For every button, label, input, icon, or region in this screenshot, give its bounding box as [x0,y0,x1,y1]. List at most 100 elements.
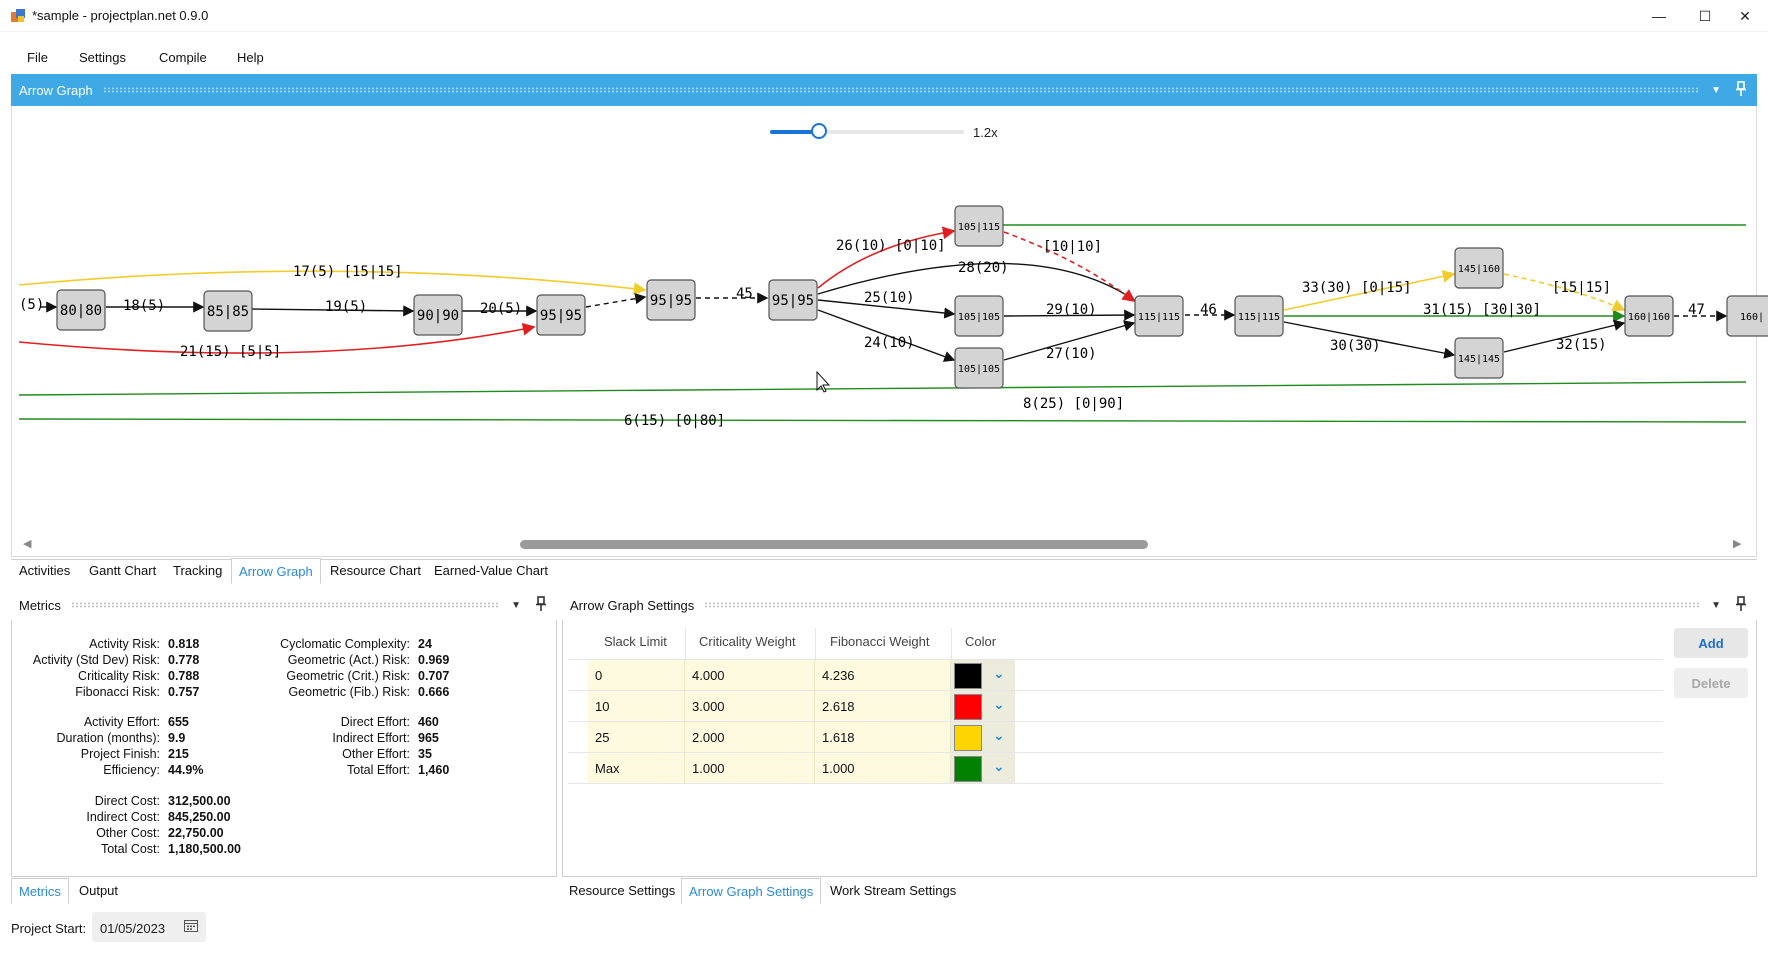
edge-label: 28(20) [958,260,1009,276]
tab-tracking[interactable]: Tracking [173,563,223,578]
edge-label: 8(25) [0|90] [1023,396,1124,412]
maximize-button[interactable]: ☐ [1682,0,1728,32]
edge-33 [1283,270,1456,311]
color-picker[interactable]: ⌄ [951,691,1015,721]
edge-label: 17(5) [15|15] [293,264,403,280]
chevron-down-icon[interactable]: ⌄ [993,696,1005,712]
tab-metrics[interactable]: Metrics [11,878,69,904]
svg-text:105|105: 105|105 [958,364,1000,375]
tab-resource-settings[interactable]: Resource Settings [569,883,676,898]
node-160[interactable]: 160|160 [1624,295,1674,337]
arrow-graph-canvas[interactable] [11,106,1757,557]
col-criticality-weight[interactable]: Criticality Weight [699,634,796,649]
node-95-a[interactable]: 95|95 [536,294,586,336]
close-button[interactable]: ✕ [1722,0,1768,32]
chevron-down-icon[interactable]: ⌄ [993,758,1005,774]
edge-28 [817,262,1136,301]
node-115-b[interactable]: 115|115 [1234,295,1284,337]
menu-help[interactable]: Help [237,50,264,65]
node-105-a[interactable]: 105|105 [954,295,1004,337]
chevron-down-icon[interactable]: ⌄ [993,727,1005,743]
col-slack-limit[interactable]: Slack Limit [604,634,667,649]
panel-grip[interactable] [704,602,1700,608]
project-start-value[interactable]: 01/05/2023 [100,921,166,936]
settings-row[interactable]: Max 1.000 1.000 ⌄ [568,753,1663,784]
cell-criticality[interactable]: 4.000 [685,660,815,690]
pin-icon[interactable] [1735,80,1747,99]
cell-fibonacci[interactable]: 1.000 [815,753,951,783]
delete-button[interactable]: Delete [1674,668,1748,698]
chevron-down-icon[interactable]: ▼ [1711,599,1721,611]
menu-compile[interactable]: Compile [159,50,207,65]
node-105-b[interactable]: 105|105 [954,347,1004,389]
node-145-145[interactable]: 145|145 [1454,337,1504,379]
settings-row[interactable]: 25 2.000 1.618 ⌄ [568,722,1663,753]
chevron-down-icon[interactable]: ▼ [1711,84,1721,96]
tab-resource-chart[interactable]: Resource Chart [330,563,422,578]
minimize-button[interactable]: — [1636,0,1682,32]
horizontal-scrollbar-thumb[interactable] [520,540,1148,549]
node-160-b[interactable]: 160| [1726,295,1768,337]
edge-6 [18,418,1747,423]
color-swatch [954,725,982,751]
menu-settings[interactable]: Settings [79,50,126,65]
zoom-label: 1.2x [973,125,998,140]
cell-fibonacci[interactable]: 2.618 [815,691,951,721]
edge-10-10 [1003,231,1136,302]
panel-grip[interactable] [70,602,500,608]
edge-label: 20(5) [480,301,522,317]
col-fibonacci-weight[interactable]: Fibonacci Weight [830,634,930,649]
close-icon: ✕ [1739,7,1751,24]
cell-criticality[interactable]: 3.000 [685,691,815,721]
panel-grip[interactable] [102,87,1700,93]
tab-earned-value-chart[interactable]: Earned-Value Chart [434,563,548,578]
color-picker[interactable]: ⌄ [951,660,1015,690]
node-95-c[interactable]: 95|95 [768,279,818,321]
cell-slack[interactable]: Max [588,753,685,783]
scroll-right-icon[interactable]: ▶ [1733,538,1742,550]
tab-output[interactable]: Output [79,883,119,898]
node-145-160[interactable]: 145|160 [1454,247,1504,289]
edge-label: (5) [19,297,44,313]
zoom-slider-track[interactable] [770,130,964,134]
settings-row[interactable]: 10 3.000 2.618 ⌄ [568,691,1663,722]
chevron-down-icon[interactable]: ⌄ [993,665,1005,681]
color-picker[interactable]: ⌄ [951,722,1015,752]
cell-fibonacci[interactable]: 1.618 [815,722,951,752]
node-80[interactable]: 80|80 [56,289,106,331]
cell-slack[interactable]: 25 [588,722,685,752]
node-105-115[interactable]: 105|115 [954,205,1004,247]
settings-row[interactable]: 0 4.000 4.236 ⌄ [568,660,1663,691]
cell-slack[interactable]: 0 [588,660,685,690]
add-button[interactable]: Add [1674,628,1748,658]
cell-slack[interactable]: 10 [588,691,685,721]
node-85[interactable]: 85|85 [203,290,253,332]
pin-icon[interactable] [535,595,547,614]
cell-criticality[interactable]: 2.000 [685,722,815,752]
calendar-icon[interactable] [184,919,198,935]
color-picker[interactable]: ⌄ [951,753,1015,783]
tab-gantt-chart[interactable]: Gantt Chart [89,563,157,578]
menu-file[interactable]: File [27,50,48,65]
tab-activities[interactable]: Activities [19,563,71,578]
cell-criticality[interactable]: 1.000 [685,753,815,783]
edge-label: 47 [1688,302,1705,318]
node-90[interactable]: 90|90 [413,294,463,336]
tab-arrow-graph-settings[interactable]: Arrow Graph Settings [681,878,822,904]
cell-fibonacci[interactable]: 4.236 [815,660,951,690]
edge-label: 27(10) [1046,346,1097,362]
chevron-down-icon[interactable]: ▼ [511,599,521,611]
scroll-left-icon[interactable]: ◀ [23,538,32,550]
col-color[interactable]: Color [965,634,997,649]
node-115-a[interactable]: 115|115 [1134,295,1184,337]
svg-text:90|90: 90|90 [417,308,459,324]
title-bar [0,0,1768,32]
zoom-slider-thumb[interactable] [810,123,827,139]
pin-icon[interactable] [1735,595,1747,614]
tab-arrow-graph[interactable]: Arrow Graph [231,558,321,584]
edge-30 [1283,321,1456,359]
mouse-cursor-icon [816,370,831,393]
node-95-b[interactable]: 95|95 [646,279,696,321]
col-divider [815,628,816,660]
tab-work-stream-settings[interactable]: Work Stream Settings [830,883,957,898]
